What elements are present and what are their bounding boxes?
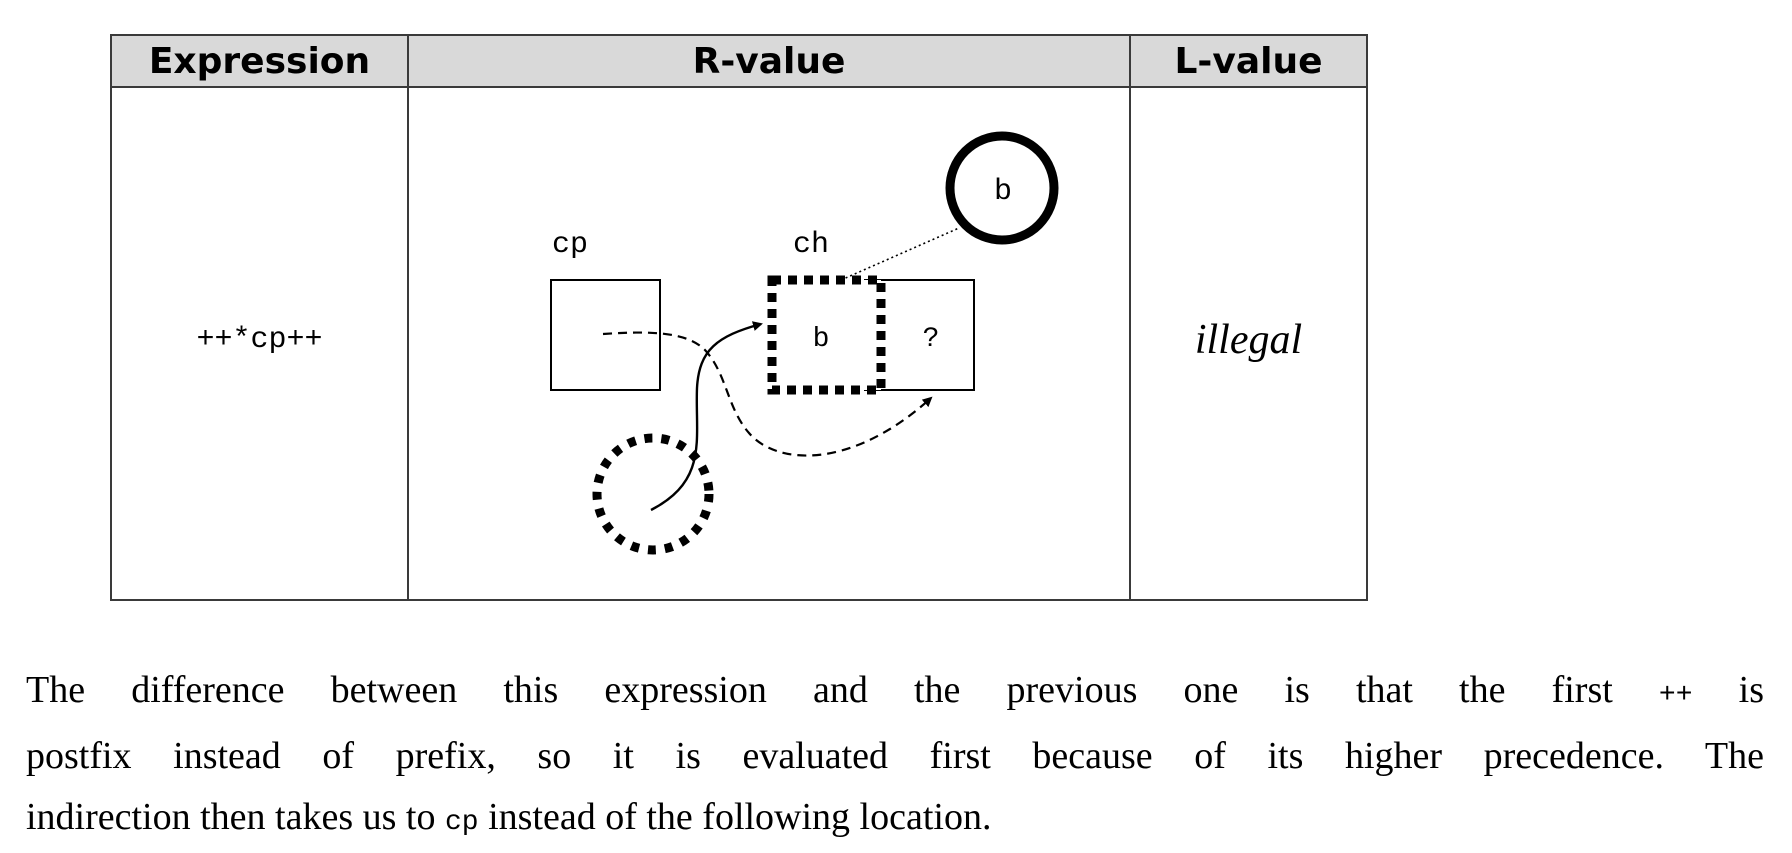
ch-box bbox=[767, 275, 886, 395]
ch-value: b bbox=[813, 324, 830, 355]
expression-table-container: Expression R-value L-value ++*cp++ bbox=[110, 34, 1368, 601]
table-row: ++*cp++ cp ? bbox=[110, 86, 1368, 601]
paragraph-line-3: indirection then takes us to cp instead … bbox=[26, 787, 1764, 853]
r-value-cell: cp ? ch b b bbox=[407, 86, 1131, 601]
header-l-value: L-value bbox=[1129, 34, 1368, 88]
next-location-value: ? bbox=[923, 324, 940, 355]
ch-label: ch bbox=[793, 228, 829, 262]
expression-cell: ++*cp++ bbox=[110, 86, 409, 601]
paragraph-text: instead of the following location. bbox=[488, 796, 992, 838]
header-expression: Expression bbox=[110, 34, 409, 88]
l-value-text: illegal bbox=[1194, 316, 1303, 363]
cp-label: cp bbox=[552, 228, 588, 262]
header-r-value: R-value bbox=[407, 34, 1131, 88]
increment-arrow bbox=[602, 331, 933, 457]
inline-code: cp bbox=[444, 807, 479, 838]
temp-circle bbox=[592, 433, 714, 555]
r-value-diagram: cp ? ch b b bbox=[550, 131, 1059, 555]
result-value: b bbox=[994, 175, 1012, 209]
expression-code: ++*cp++ bbox=[196, 322, 323, 357]
paragraph-text: indirection then takes us to bbox=[26, 796, 436, 838]
paragraph-text: The difference between this expression a… bbox=[26, 669, 1613, 711]
l-value-cell: illegal bbox=[1129, 86, 1368, 601]
result-leader-line bbox=[840, 227, 960, 281]
table-header-row: Expression R-value L-value bbox=[110, 34, 1368, 88]
explanation-paragraph: The difference between this expression a… bbox=[26, 660, 1764, 853]
expression-table: Expression R-value L-value ++*cp++ bbox=[110, 34, 1368, 601]
cp-box bbox=[550, 279, 661, 391]
paragraph-text: postfix instead of prefix, so it is eval… bbox=[26, 735, 1764, 777]
inline-code: ++ bbox=[1658, 680, 1693, 711]
paragraph-text: is bbox=[1738, 669, 1765, 711]
result-circle bbox=[945, 131, 1059, 245]
paragraph-line-2: postfix instead of prefix, so it is eval… bbox=[26, 726, 1764, 787]
paragraph-line-1: The difference between this expression a… bbox=[26, 660, 1764, 726]
indirection-arrow bbox=[650, 321, 763, 512]
